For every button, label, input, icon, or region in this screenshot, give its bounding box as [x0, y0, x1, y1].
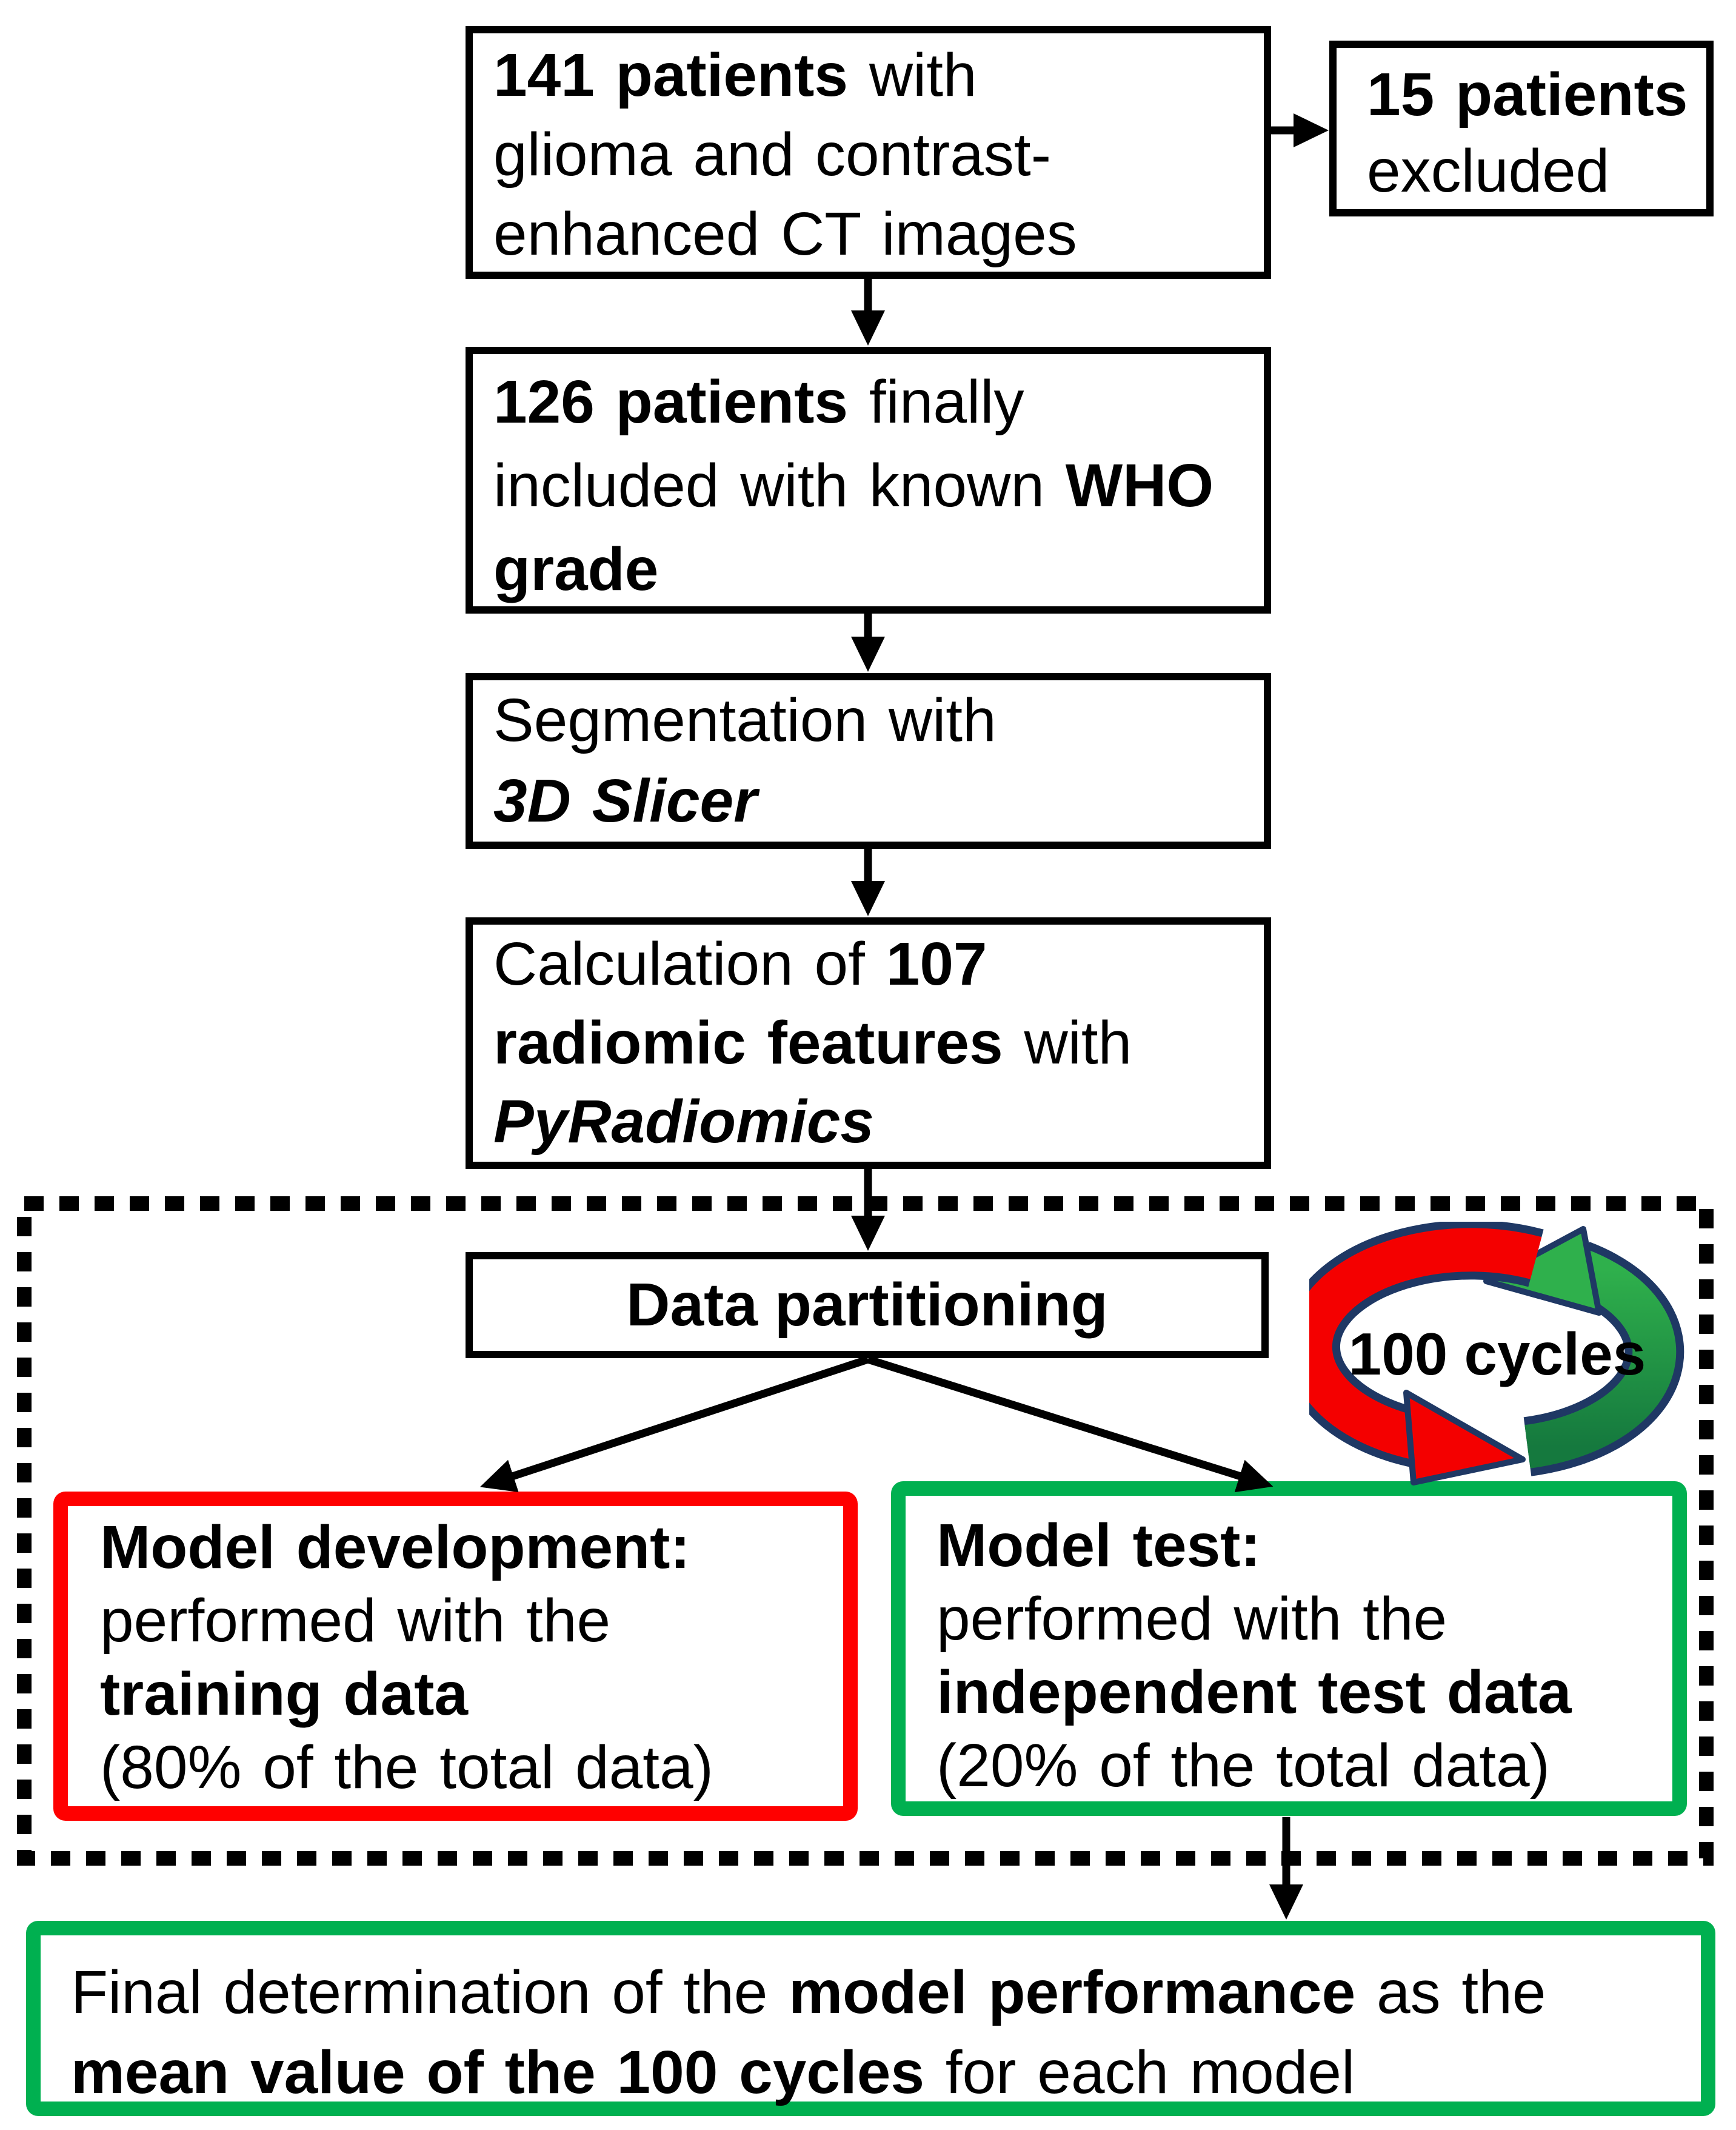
- text-line: Segmentation with: [493, 680, 1252, 761]
- text-line: Model development:: [100, 1511, 837, 1584]
- text-segment: excluded: [1367, 137, 1610, 205]
- text-line: radiomic features with: [493, 1003, 1252, 1082]
- text-segment: enhanced CT images: [493, 200, 1077, 268]
- text-segment: Segmentation with: [493, 686, 997, 754]
- cycles-indicator: 100 cycles: [1309, 1222, 1685, 1485]
- text-line: included with known WHO: [493, 444, 1252, 527]
- text-segment: glioma and contrast-: [493, 121, 1052, 189]
- text-line: 141 patients with: [493, 36, 1252, 115]
- text-segment: with: [1003, 1009, 1132, 1077]
- text-line: (20% of the total data): [936, 1729, 1666, 1803]
- text-segment: mean value of the 100 cycles: [71, 2038, 924, 2106]
- text-segment: 3D Slicer: [493, 767, 758, 835]
- text-segment: 107: [886, 930, 987, 998]
- text-segment: included with known: [493, 452, 1066, 520]
- box-segmentation-3d-slicer: Segmentation with 3D Slicer: [466, 673, 1271, 849]
- text-segment: independent test data: [936, 1658, 1572, 1726]
- text-segment: for each model: [924, 2038, 1355, 2106]
- text-segment: training data: [100, 1660, 469, 1728]
- text-line: grade: [493, 527, 1252, 611]
- text-segment: PyRadiomics: [493, 1088, 875, 1156]
- box-15-patients-excluded: 15 patients excluded: [1329, 41, 1714, 216]
- text-segment: 15 patients: [1367, 61, 1688, 129]
- text-segment: 126 patients: [493, 368, 849, 436]
- text-line: PyRadiomics: [493, 1082, 1252, 1161]
- text-segment: with: [848, 41, 977, 109]
- text-segment: (20% of the total data): [936, 1732, 1550, 1800]
- text-segment: model performance: [789, 1958, 1356, 2026]
- text-line: glioma and contrast-: [493, 115, 1252, 195]
- text-line: enhanced CT images: [493, 195, 1252, 274]
- text-line: 126 patients finally: [493, 360, 1252, 444]
- text-segment: Final determination of the: [71, 1958, 789, 2026]
- text-segment: as the: [1355, 1958, 1546, 2026]
- text-line: Calculation of 107: [493, 925, 1252, 1003]
- data-partitioning-label: Data partitioning: [626, 1271, 1108, 1339]
- text-segment: Calculation of: [493, 930, 886, 998]
- text-segment: grade: [493, 535, 659, 603]
- text-line: (80% of the total data): [100, 1731, 837, 1804]
- text-line: Model test:: [936, 1509, 1666, 1582]
- text-segment: performed with the: [936, 1585, 1447, 1653]
- text-line: mean value of the 100 cycles for each mo…: [71, 2032, 1695, 2112]
- text-segment: Model development:: [100, 1513, 690, 1581]
- text-line: excluded: [1367, 133, 1700, 209]
- text-line: training data: [100, 1658, 837, 1731]
- text-segment: radiomic features: [493, 1009, 1003, 1077]
- arrow-partitioning-to-model-test: [867, 1355, 1274, 1493]
- text-segment: Model test:: [936, 1512, 1261, 1579]
- text-line: 3D Slicer: [493, 761, 1252, 842]
- text-segment: 141 patients: [493, 41, 849, 109]
- text-line: Final determination of the model perform…: [71, 1952, 1695, 2032]
- text-segment: (80% of the total data): [100, 1733, 713, 1801]
- arrow-partitioning-to-model-development: [479, 1355, 870, 1492]
- text-line: performed with the: [936, 1582, 1666, 1656]
- box-final-model-performance: Final determination of the model perform…: [26, 1921, 1715, 2116]
- text-line: 15 patients: [1367, 56, 1700, 133]
- text-segment: performed with the: [100, 1587, 611, 1655]
- text-segment: finally: [848, 368, 1024, 436]
- box-data-partitioning: Data partitioning: [466, 1252, 1269, 1358]
- cycles-label: 100 cycles: [1348, 1321, 1646, 1387]
- text-line: performed with the: [100, 1584, 837, 1658]
- text-line: independent test data: [936, 1656, 1666, 1729]
- text-segment: WHO: [1065, 452, 1214, 520]
